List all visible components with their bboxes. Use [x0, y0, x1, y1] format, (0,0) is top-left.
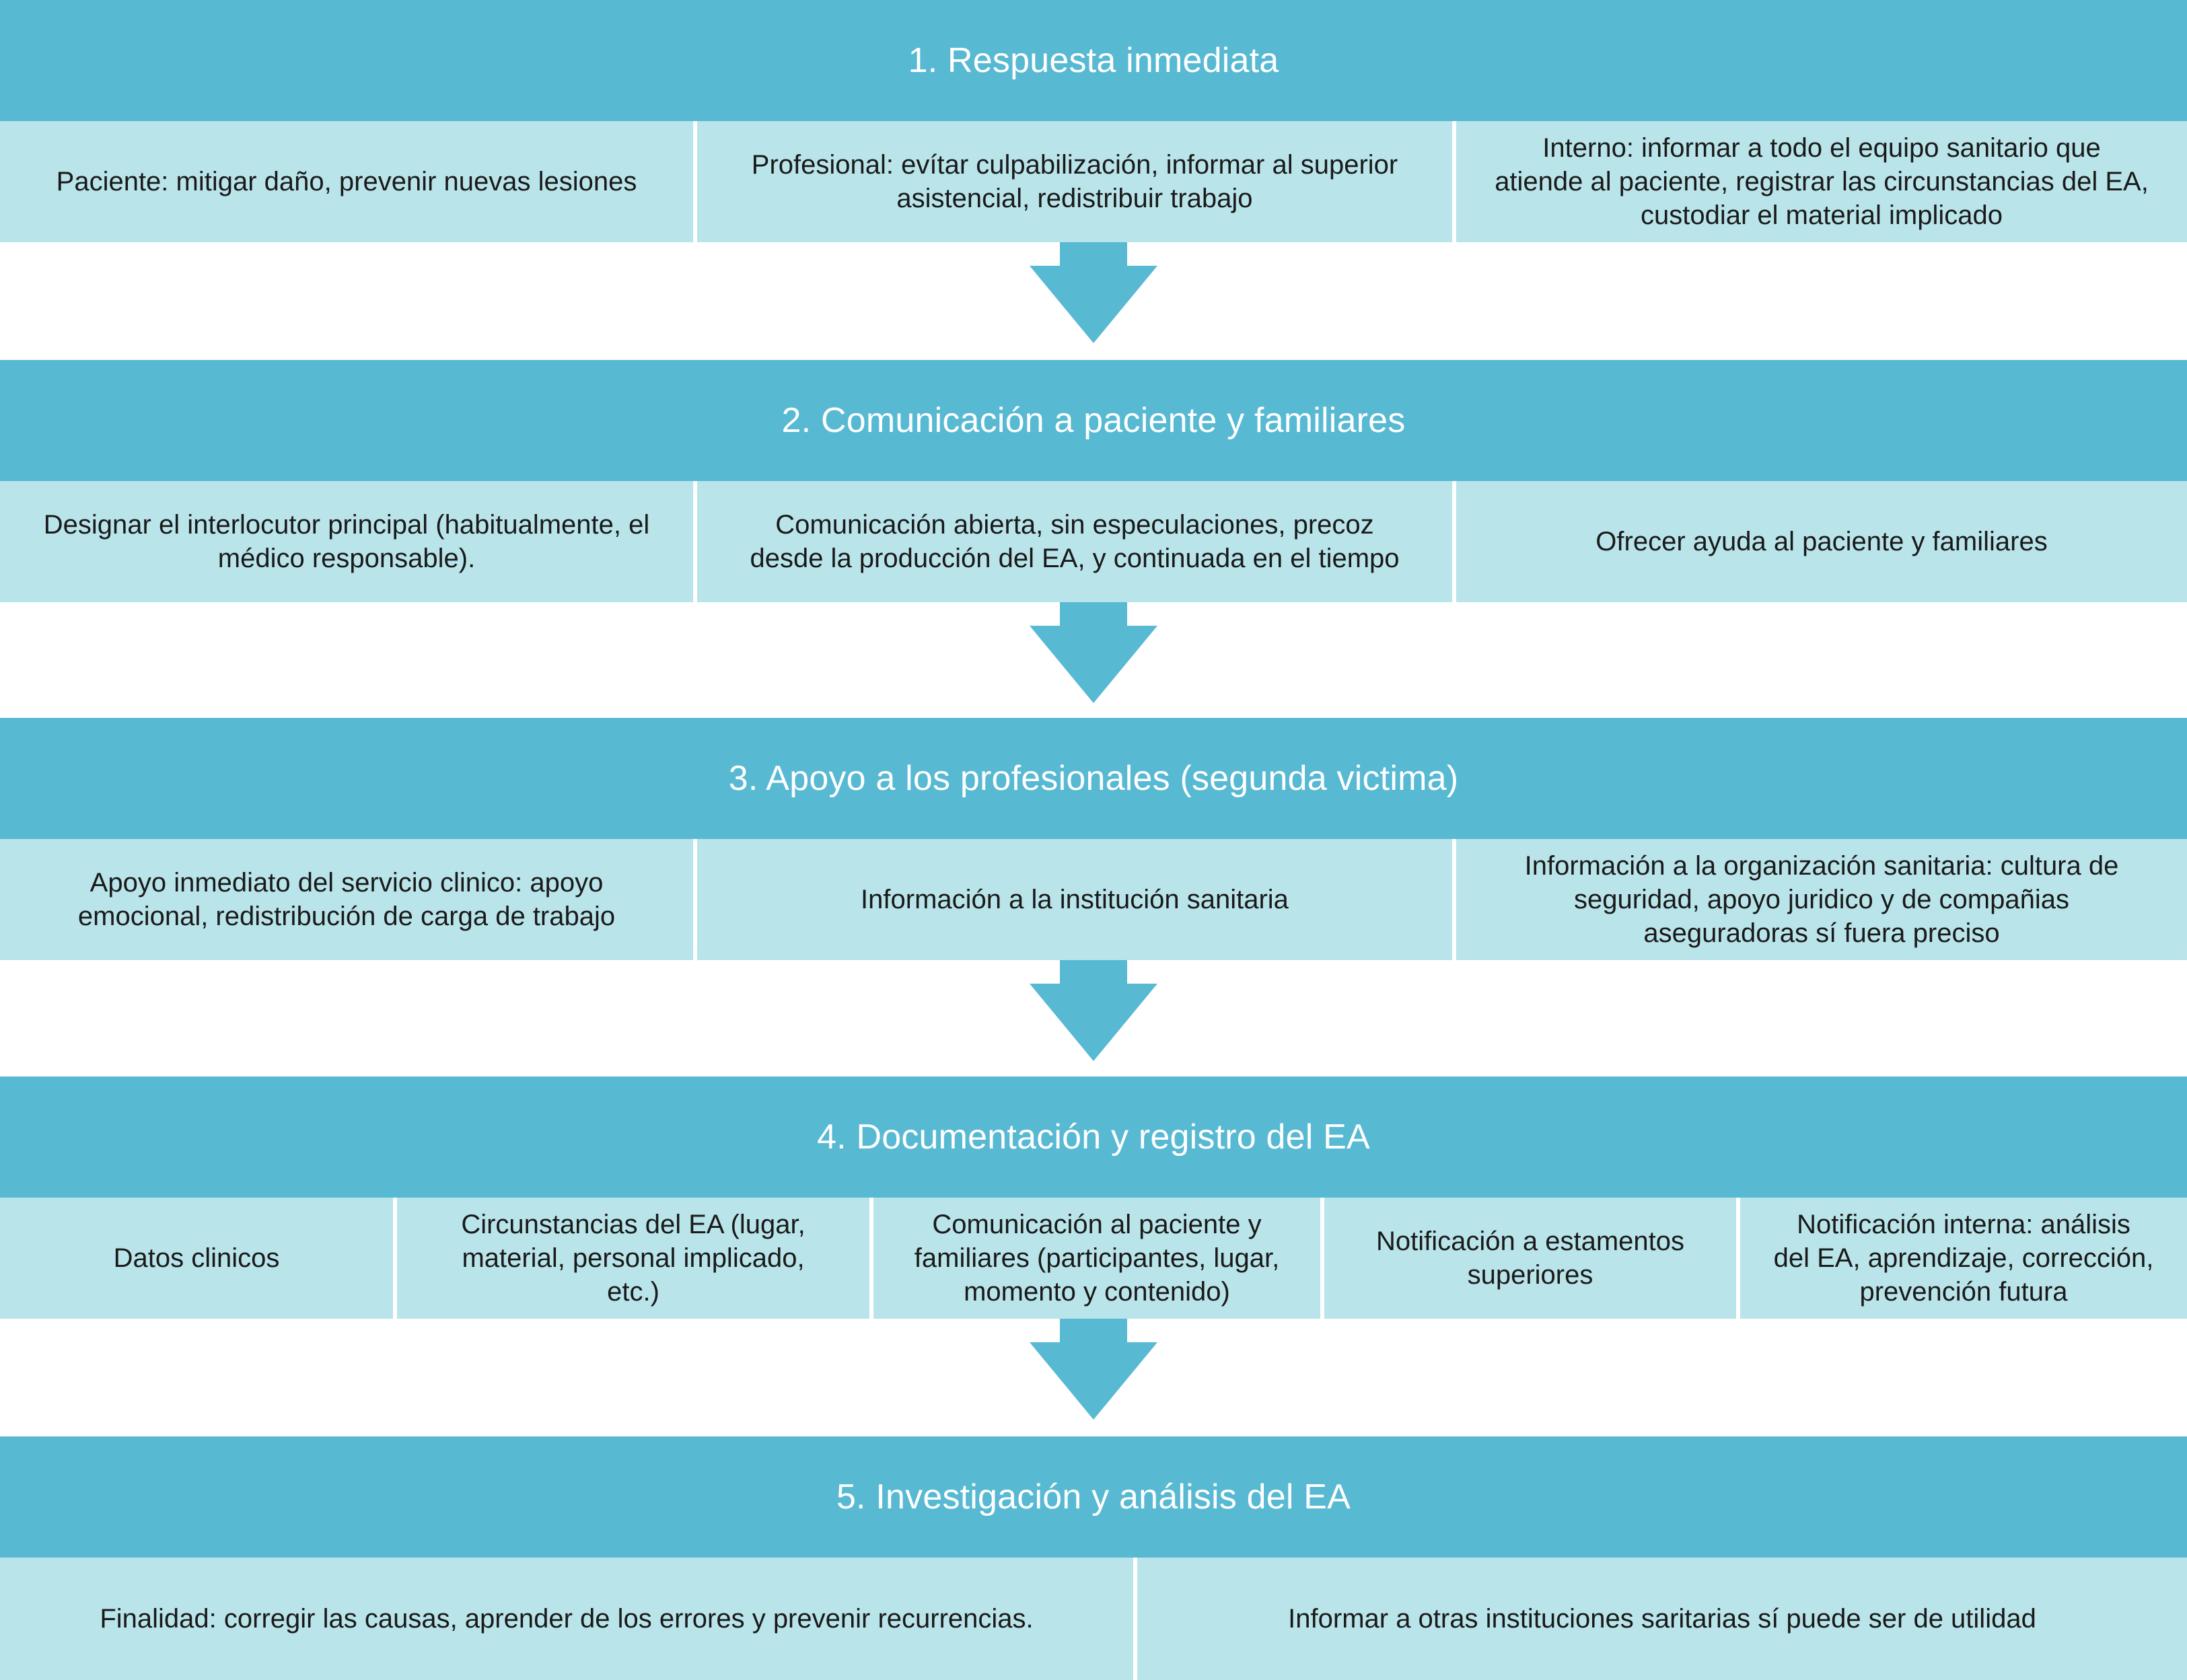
step-4-row: Datos clinicos Circunstancias del EA (lu…	[0, 1198, 2187, 1319]
down-arrow-icon	[1030, 1319, 1157, 1420]
step-4-item-circunstancias: Circunstancias del EA (lugar, material, …	[397, 1198, 869, 1319]
step-2-item-ayuda: Ofrecer ayuda al paciente y familiares	[1456, 481, 2187, 602]
down-arrow-icon	[1030, 960, 1157, 1061]
step-2-row: Designar el interlocutor principal (habi…	[0, 481, 2187, 602]
step-5-item-finalidad: Finalidad: corregir las causas, aprender…	[0, 1558, 1133, 1680]
step-5-item-informar: Informar a otras instituciones saritaria…	[1137, 1558, 2187, 1680]
step-2-item-interlocutor: Designar el interlocutor principal (habi…	[0, 481, 693, 602]
step-3-item-institucion: Información a la institución sanitaria	[697, 839, 1452, 960]
step-4-item-notificacion-superior: Notificación a estamentos superiores	[1324, 1198, 1736, 1319]
step-3-item-organizacion: Información a la organización sanitaria:…	[1456, 839, 2187, 960]
step-1-header: 1. Respuesta inmediata	[0, 0, 2187, 121]
step-3-row: Apoyo inmediato del servicio clinico: ap…	[0, 839, 2187, 960]
step-1-item-interno: Interno: informar a todo el equipo sanit…	[1456, 121, 2187, 242]
step-4-item-datos: Datos clinicos	[0, 1198, 393, 1319]
step-3-item-servicio: Apoyo inmediato del servicio clinico: ap…	[0, 839, 693, 960]
step-5-header: 5. Investigación y análisis del EA	[0, 1436, 2187, 1558]
step-4-header: 4. Documentación y registro del EA	[0, 1076, 2187, 1198]
step-1-row: Paciente: mitigar daño, prevenir nuevas …	[0, 121, 2187, 242]
step-4-item-comunicacion: Comunicación al paciente y familiares (p…	[873, 1198, 1320, 1319]
step-2-header: 2. Comunicación a paciente y familiares	[0, 360, 2187, 481]
step-5-row: Finalidad: corregir las causas, aprender…	[0, 1558, 2187, 1680]
step-1-item-profesional: Profesional: evítar culpabilización, inf…	[697, 121, 1452, 242]
down-arrow-icon	[1030, 242, 1157, 343]
step-4-item-notificacion-interna: Notificación interna: análisis del EA, a…	[1740, 1198, 2187, 1319]
step-1-item-paciente: Paciente: mitigar daño, prevenir nuevas …	[0, 121, 693, 242]
down-arrow-icon	[1030, 602, 1157, 703]
step-3-header: 3. Apoyo a los profesionales (segunda vi…	[0, 718, 2187, 839]
step-2-item-comunicacion: Comunicación abierta, sin especulaciones…	[697, 481, 1452, 602]
